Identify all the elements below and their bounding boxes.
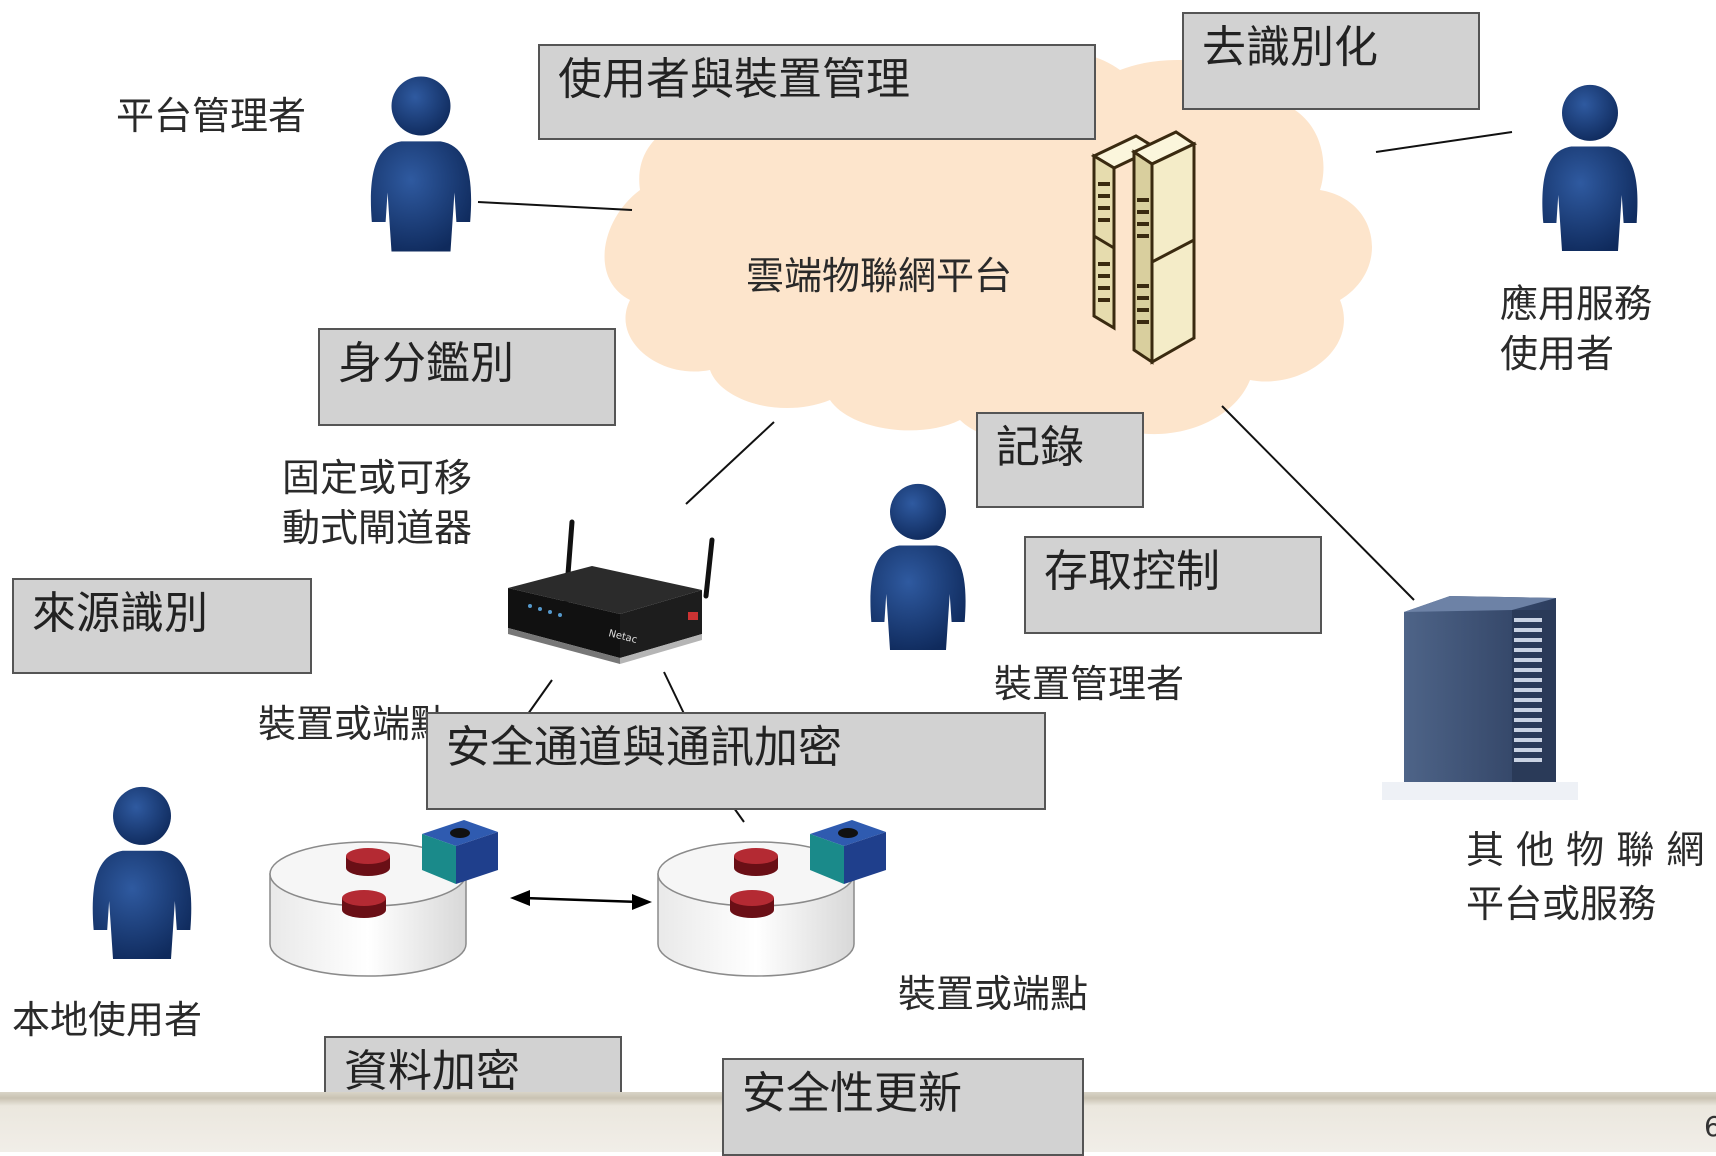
- endpoint-link-arrow: [510, 890, 652, 910]
- box-source-identification: 來源識別: [12, 578, 312, 674]
- endpoint-left-cube-icon: [422, 820, 498, 884]
- other-platform-server-icon: [1382, 596, 1578, 800]
- device-admin-person-icon: [870, 483, 966, 650]
- box-deidentification: 去識別化: [1182, 12, 1480, 110]
- other-platform-label-line1: 其 他 物 聯 網: [1466, 828, 1705, 872]
- device-admin-label: 裝置管理者: [994, 662, 1185, 706]
- line-cloud-tower: [1221, 405, 1415, 601]
- line-cloud-gateway: [685, 421, 775, 505]
- box-security-update: 安全性更新: [722, 1058, 1084, 1156]
- line-cloud-appuser: [1375, 131, 1513, 153]
- box-user-device-management: 使用者與裝置管理: [538, 44, 1096, 140]
- local-user-person-icon: [92, 786, 192, 959]
- endpoint-right-label: 裝置或端點: [898, 972, 1089, 1016]
- app-user-label-line2: 使用者: [1500, 332, 1615, 376]
- platform-admin-person-icon: [370, 76, 472, 252]
- cloud-server-icon: [1090, 130, 1198, 365]
- gateway-router-icon: Netac: [508, 519, 715, 664]
- box-access-control: 存取控制: [1024, 536, 1322, 634]
- box-authentication: 身分鑑別: [318, 328, 616, 426]
- endpoint-right-cube-icon: [810, 820, 886, 884]
- line-secure-right: [733, 807, 745, 823]
- page-number: 6: [1704, 1110, 1716, 1143]
- other-platform-label-line2: 平台或服務: [1466, 882, 1657, 926]
- box-logging: 記錄: [976, 412, 1144, 508]
- box-secure-channel: 安全通道與通訊加密: [426, 712, 1046, 810]
- app-user-label-line1: 應用服務: [1500, 282, 1653, 326]
- gateway-label-line2: 動式閘道器: [282, 506, 473, 550]
- platform-admin-label: 平台管理者: [116, 94, 307, 138]
- app-user-person-icon: [1542, 84, 1638, 251]
- local-user-label: 本地使用者: [12, 998, 203, 1042]
- cloud-label: 雲端物聯網平台: [746, 254, 1013, 298]
- gateway-label-line1: 固定或可移: [282, 456, 473, 500]
- endpoint-left-label: 裝置或端點: [258, 702, 449, 746]
- connector-lines: [477, 131, 1513, 823]
- line-admin-cloud: [477, 201, 633, 211]
